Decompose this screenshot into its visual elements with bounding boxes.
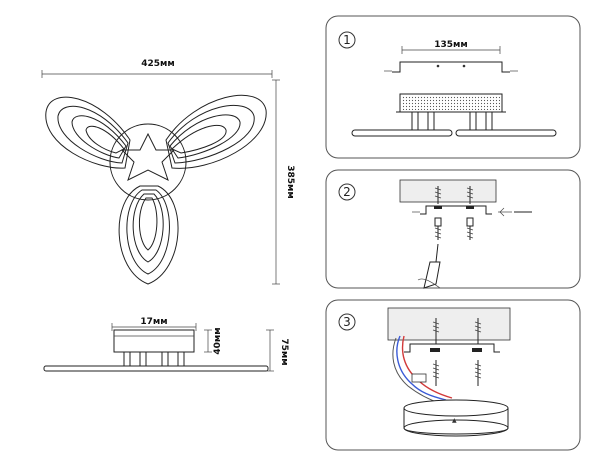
height-label: 385мм xyxy=(285,165,295,199)
step-2-panel: 2 xyxy=(325,169,581,289)
petal-right xyxy=(165,94,267,169)
wire-blue xyxy=(396,335,447,401)
side-view: 17мм 40мм 75мм xyxy=(43,317,289,372)
bracket-width-label: 135мм xyxy=(434,40,468,50)
top-view: 425мм 385мм xyxy=(41,59,295,285)
step-3-panel: 3 ▲ xyxy=(325,299,581,451)
ceiling xyxy=(399,179,497,203)
bracket-step-3 xyxy=(404,343,500,353)
bracket-step-2 xyxy=(420,205,492,215)
canopy xyxy=(113,329,195,353)
body-height-label: 40мм xyxy=(213,327,223,354)
width-label: 425мм xyxy=(141,59,175,69)
total-height-label: 75мм xyxy=(279,338,289,365)
center-star xyxy=(120,132,176,181)
step-2-number: 2 xyxy=(343,185,351,199)
petal-bottom xyxy=(118,185,179,285)
step-1-number: 1 xyxy=(343,33,351,47)
lamp-base-top xyxy=(403,399,509,417)
terminal-block xyxy=(411,373,427,383)
arms-profile xyxy=(43,365,269,372)
screwdriver xyxy=(435,243,439,263)
petal-left xyxy=(45,96,131,169)
svg-text:▲: ▲ xyxy=(452,417,457,424)
mounting-bracket xyxy=(392,61,510,73)
step-1-panel: 1 135мм xyxy=(325,15,581,159)
ceiling-step-3 xyxy=(387,307,511,341)
step-3-number: 3 xyxy=(343,315,351,329)
mount-width-label: 17мм xyxy=(140,317,167,327)
